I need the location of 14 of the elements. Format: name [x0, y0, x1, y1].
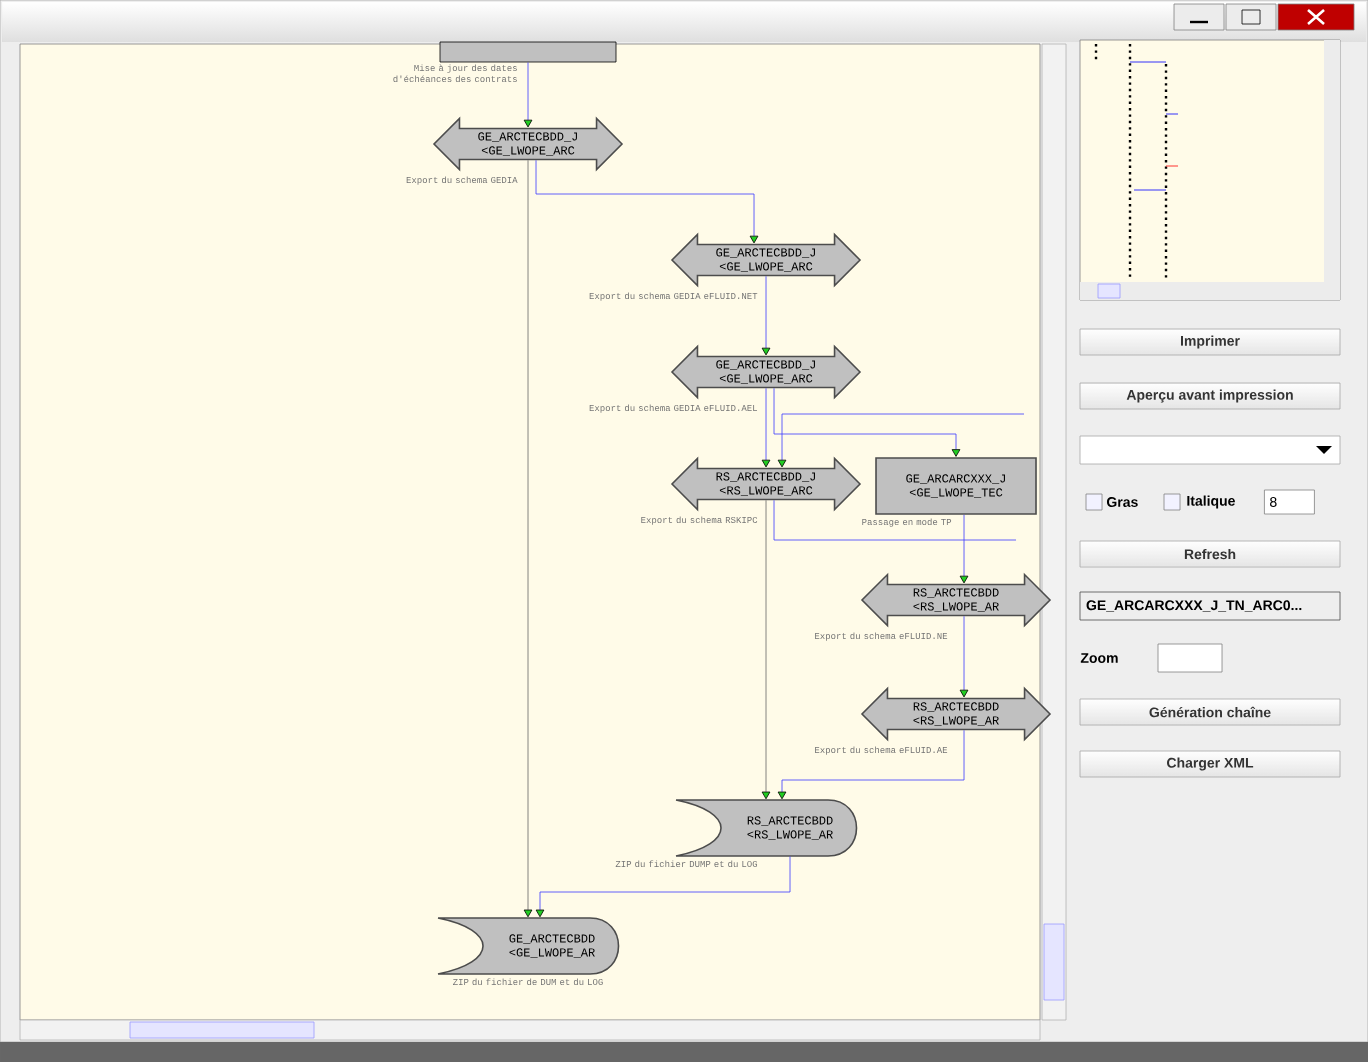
connector-line — [773, 499, 1017, 541]
arrow — [959, 514, 969, 584]
arrow — [523, 159, 533, 918]
arrow — [777, 729, 965, 800]
arrow — [523, 62, 533, 128]
process-box — [439, 41, 617, 63]
arrow — [959, 615, 969, 698]
arrow — [535, 856, 791, 918]
arrow — [535, 159, 759, 244]
arrow — [761, 275, 771, 356]
arrow — [761, 387, 771, 468]
arrow — [761, 499, 771, 800]
arrow — [773, 387, 961, 457]
arrow — [777, 413, 1025, 468]
